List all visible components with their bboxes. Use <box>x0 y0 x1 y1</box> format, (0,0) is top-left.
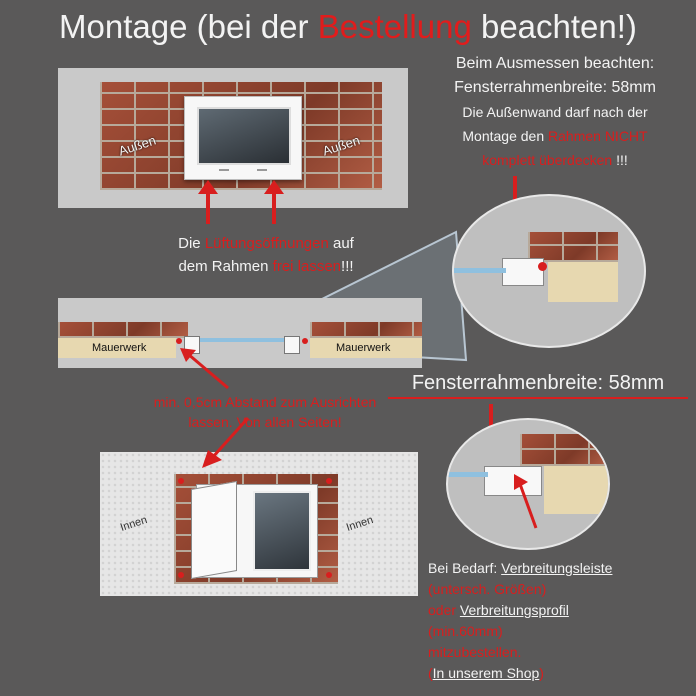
vent-slot-left <box>219 169 229 171</box>
inside-window-frame <box>191 480 318 580</box>
title-prefix: Montage (bei der <box>59 8 318 45</box>
top-detail-masonry <box>548 262 618 302</box>
title-suffix: beachten!) <box>471 8 637 45</box>
inside-gap-arrow <box>202 416 250 468</box>
bedarf-arrow <box>514 474 538 529</box>
verbreitungsprofil-link[interactable]: Verbreitungsprofil <box>459 602 569 618</box>
outside-panel: Außen Außen <box>58 68 408 208</box>
shop-link[interactable]: In unserem Shop <box>432 665 540 681</box>
verbreitungsleiste-link[interactable]: Verbreitungsleiste <box>501 560 613 576</box>
bottom-detail-glass <box>448 472 488 477</box>
section-label-right: Mauerwerk <box>336 342 391 354</box>
top-detail-circle <box>452 194 646 348</box>
bottom-detail-masonry <box>544 466 608 514</box>
frame-width-heading: Fensterrahmenbreite: 58mm <box>388 372 688 399</box>
bottom-detail-circle <box>446 418 610 550</box>
inside-panel: Innen Innen <box>100 452 418 596</box>
vent-slot-right <box>257 169 267 171</box>
top-detail-brick-upper <box>528 232 618 262</box>
inside-gap-dot-br <box>326 572 332 578</box>
section-frame-right <box>284 336 300 354</box>
page-title: Montage (bei der Bestellung beachten!) <box>0 8 696 46</box>
top-detail-frame <box>502 258 544 286</box>
gap-arrow <box>180 348 229 390</box>
inside-open-sash <box>191 480 237 580</box>
top-detail-glass <box>454 268 506 273</box>
bottom-detail-frame <box>484 466 542 496</box>
inside-gap-dot-bl <box>178 572 184 578</box>
section-panel: Mauerwerk Mauerwerk <box>58 298 422 368</box>
top-detail-red-dot <box>538 262 547 271</box>
title-highlight: Bestellung <box>317 8 472 45</box>
vent-note: Die Lüftungsöffnungen auf dem Rahmen fre… <box>178 235 354 275</box>
gap-note: min. 0,5cm Abstand zum Ausrichten lassen… <box>153 394 377 430</box>
inside-label-right: Innen <box>344 514 375 534</box>
section-glass <box>188 338 298 342</box>
section-gap-dot-left <box>176 338 182 344</box>
section-masonry-left <box>58 338 176 358</box>
section-masonry-right <box>310 338 422 358</box>
inside-label-left: Innen <box>118 514 149 534</box>
section-label-left: Mauerwerk <box>92 342 147 354</box>
measurement-note: Beim Ausmessen beachten: Fensterrahmenbr… <box>454 55 656 168</box>
inside-gap-dot-tr <box>326 478 332 484</box>
vent-arrows <box>198 180 284 224</box>
outside-window-frame <box>184 96 302 180</box>
inside-gap-dot-tl <box>178 478 184 484</box>
section-gap-dot-right <box>302 338 308 344</box>
bedarf-note: Bei Bedarf: Verbreitungsleiste (untersch… <box>428 560 613 681</box>
inside-window-glass <box>253 491 311 571</box>
section-brick-left <box>58 322 188 338</box>
bottom-detail-brick-upper <box>520 434 608 466</box>
outside-window-glass <box>197 107 291 165</box>
section-brick-right <box>310 322 422 338</box>
